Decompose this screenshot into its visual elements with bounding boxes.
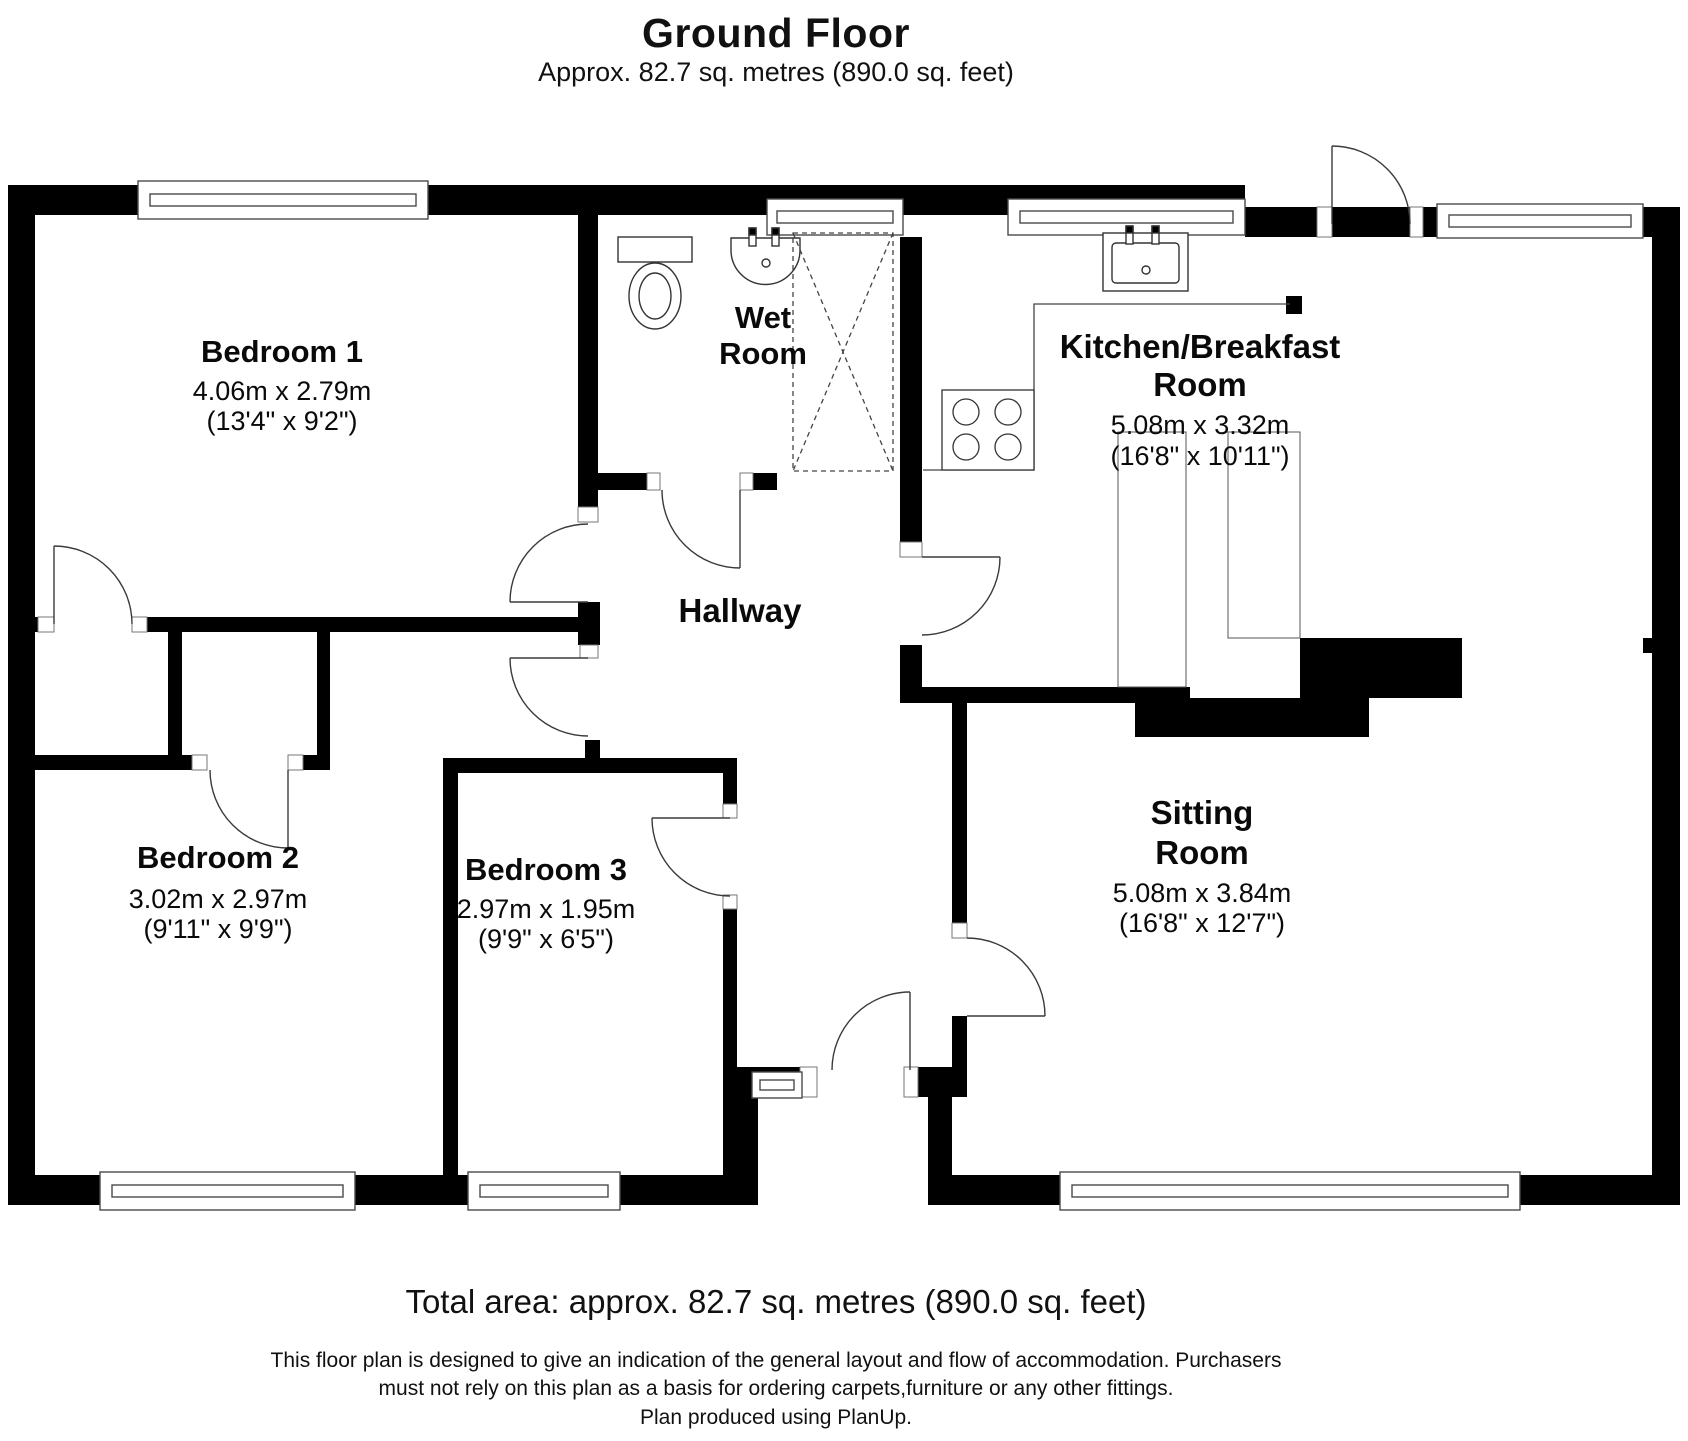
kitchen-right-window (1436, 203, 1644, 239)
room-label-wet-room-1: Wet (734, 300, 792, 335)
room-label-hallway: Hallway (678, 592, 802, 629)
room-dim-sitting-imperial: (16'8" x 12'7") (1118, 908, 1286, 938)
page-title: Ground Floor (642, 10, 910, 56)
wet-room-door (661, 489, 741, 569)
door-posts (37, 206, 1424, 1098)
header: Ground Floor Approx. 82.7 sq. metres (89… (0, 10, 1552, 88)
room-label-bedroom3: Bedroom 3 (465, 852, 627, 887)
bedroom1-window (137, 180, 429, 220)
room-dim-sitting-metric: 5.08m x 3.84m (1112, 878, 1292, 908)
bedroom3-window (467, 1171, 621, 1211)
room-dim-kitchen-metric: 5.08m x 3.32m (1110, 410, 1290, 440)
room-label-bedroom1: Bedroom 1 (201, 334, 363, 369)
bedroom2-window (99, 1171, 356, 1211)
kitchen-flue-outlines (1117, 431, 1301, 688)
interior-walls (8, 215, 1657, 1175)
sitting-room-window (1059, 1171, 1521, 1211)
room-dim-bedroom2-imperial: (9'11" x 9'9") (143, 914, 293, 944)
room-label-kitchen-2: Room (1153, 366, 1247, 403)
bedroom3-door (651, 817, 731, 897)
disclaimer-line-2: must not rely on this plan as a basis fo… (378, 1377, 1174, 1401)
rear-exterior-door (1331, 145, 1411, 225)
kitchen-door (921, 556, 1001, 636)
room-label-bedroom2: Bedroom 2 (137, 840, 299, 875)
room-dim-bedroom3-metric: 2.97m x 1.95m (456, 894, 636, 924)
page-subtitle: Approx. 82.7 sq. metres (890.0 sq. feet) (538, 57, 1014, 87)
room-dim-bedroom3-imperial: (9'9" x 6'5") (477, 924, 615, 954)
disclaimer-line-3: Plan produced using PlanUp. (639, 1405, 912, 1429)
disclaimer-line-1: This floor plan is designed to give an i… (270, 1349, 1282, 1372)
room-label-sitting-1: Sitting (1150, 794, 1254, 831)
bedroom1-door (509, 523, 589, 603)
front-door (831, 991, 911, 1071)
room-dim-bedroom1-imperial: (13'4" x 9'2") (206, 406, 358, 436)
room-label-sitting-2: Room (1155, 834, 1249, 871)
toilet-icon (617, 236, 693, 330)
doors (53, 145, 1411, 1071)
shower-icon (792, 232, 894, 472)
sitting-room-door (966, 937, 1046, 1017)
bedroom2-wardrobe-door (209, 769, 289, 849)
total-area-text: Total area: approx. 82.7 sq. metres (890… (405, 1283, 1147, 1320)
bedroom1-wardrobe-door (53, 545, 133, 625)
wet-room-window (766, 198, 904, 236)
hob-icon (941, 389, 1035, 471)
room-label-kitchen-1: Kitchen/Breakfast (1059, 328, 1341, 365)
room-dim-bedroom2-metric: 3.02m x 2.97m (128, 884, 308, 914)
fixtures (617, 225, 1290, 472)
wash-basin-icon (730, 227, 801, 286)
footer: Total area: approx. 82.7 sq. metres (890… (0, 1283, 1552, 1432)
bedroom2-door (509, 657, 589, 737)
kitchen-sink-icon (1102, 225, 1189, 292)
room-dim-bedroom1-metric: 4.06m x 2.79m (192, 376, 372, 406)
entrance-sidelight-window (751, 1071, 803, 1099)
room-label-wet-room-2: Room (719, 336, 807, 371)
room-dim-kitchen-imperial: (16'8" x 10'11") (1110, 441, 1290, 471)
